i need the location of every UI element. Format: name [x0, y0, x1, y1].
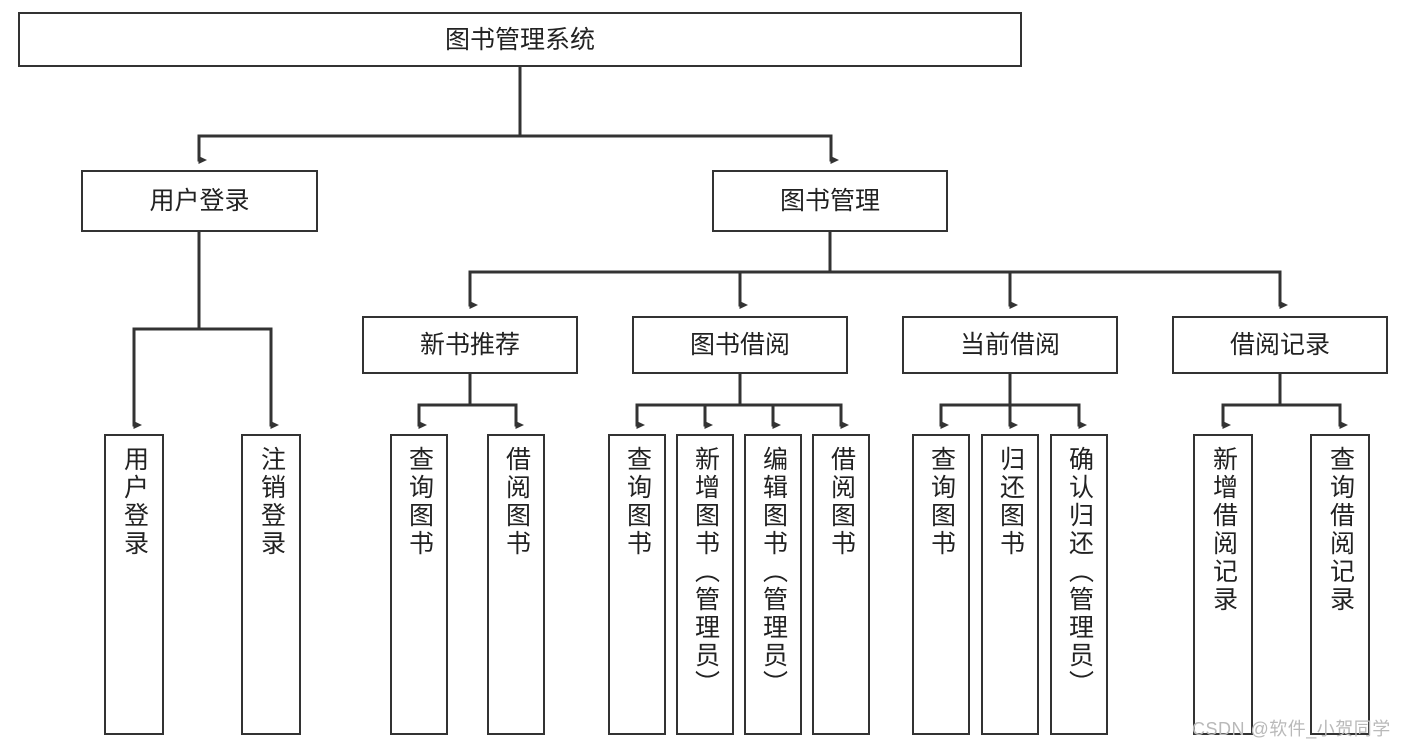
node-leaf-query-book-3[interactable]: 查询图书	[912, 434, 970, 735]
node-leaf-query-book-2-label: 查询图书	[623, 446, 652, 558]
node-leaf-add-record[interactable]: 新增借阅记录	[1193, 434, 1253, 735]
node-new-book-rec-label: 新书推荐	[419, 331, 520, 359]
node-leaf-query-book-1-label: 查询图书	[405, 446, 434, 558]
node-book-manage[interactable]: 图书管理	[712, 170, 948, 232]
node-current-borrow[interactable]: 当前借阅	[902, 316, 1118, 374]
node-leaf-query-record[interactable]: 查询借阅记录	[1310, 434, 1370, 735]
node-new-book-rec[interactable]: 新书推荐	[362, 316, 578, 374]
node-leaf-query-record-label: 查询借阅记录	[1326, 446, 1355, 614]
node-borrow-record[interactable]: 借阅记录	[1172, 316, 1388, 374]
node-leaf-logout[interactable]: 注销登录	[241, 434, 301, 735]
node-root-label: 图书管理系统	[444, 25, 595, 54]
node-borrow-record-label: 借阅记录	[1229, 331, 1330, 359]
node-root[interactable]: 图书管理系统	[18, 12, 1022, 67]
node-leaf-query-book-1[interactable]: 查询图书	[390, 434, 448, 735]
node-current-borrow-label: 当前借阅	[959, 331, 1060, 359]
node-user-login-label: 用户登录	[149, 187, 250, 215]
node-leaf-add-record-label: 新增借阅记录	[1209, 446, 1238, 614]
node-book-manage-label: 图书管理	[779, 187, 880, 215]
node-leaf-query-book-3-label: 查询图书	[927, 446, 956, 558]
node-leaf-edit-book-label: 编辑图书（管理员）	[759, 446, 788, 698]
node-leaf-return-book[interactable]: 归还图书	[981, 434, 1039, 735]
node-leaf-user-login-label: 用户登录	[120, 446, 149, 558]
node-user-login[interactable]: 用户登录	[81, 170, 318, 232]
node-leaf-borrow-book-1[interactable]: 借阅图书	[487, 434, 545, 735]
node-leaf-edit-book[interactable]: 编辑图书（管理员）	[744, 434, 802, 735]
csdn-watermark: CSDN @软件_小贺同学	[1192, 719, 1391, 739]
node-leaf-return-book-label: 归还图书	[996, 446, 1025, 558]
node-leaf-user-login[interactable]: 用户登录	[104, 434, 164, 735]
node-leaf-add-book[interactable]: 新增图书（管理员）	[676, 434, 734, 735]
node-book-borrow-label: 图书借阅	[689, 331, 790, 359]
node-leaf-confirm-return-label: 确认归还（管理员）	[1065, 446, 1094, 698]
node-book-borrow[interactable]: 图书借阅	[632, 316, 848, 374]
node-leaf-borrow-book-2-label: 借阅图书	[827, 446, 856, 558]
node-leaf-borrow-book-2[interactable]: 借阅图书	[812, 434, 870, 735]
node-leaf-logout-label: 注销登录	[257, 446, 286, 558]
node-leaf-add-book-label: 新增图书（管理员）	[691, 446, 720, 698]
node-leaf-borrow-book-1-label: 借阅图书	[502, 446, 531, 558]
node-leaf-confirm-return[interactable]: 确认归还（管理员）	[1050, 434, 1108, 735]
node-leaf-query-book-2[interactable]: 查询图书	[608, 434, 666, 735]
